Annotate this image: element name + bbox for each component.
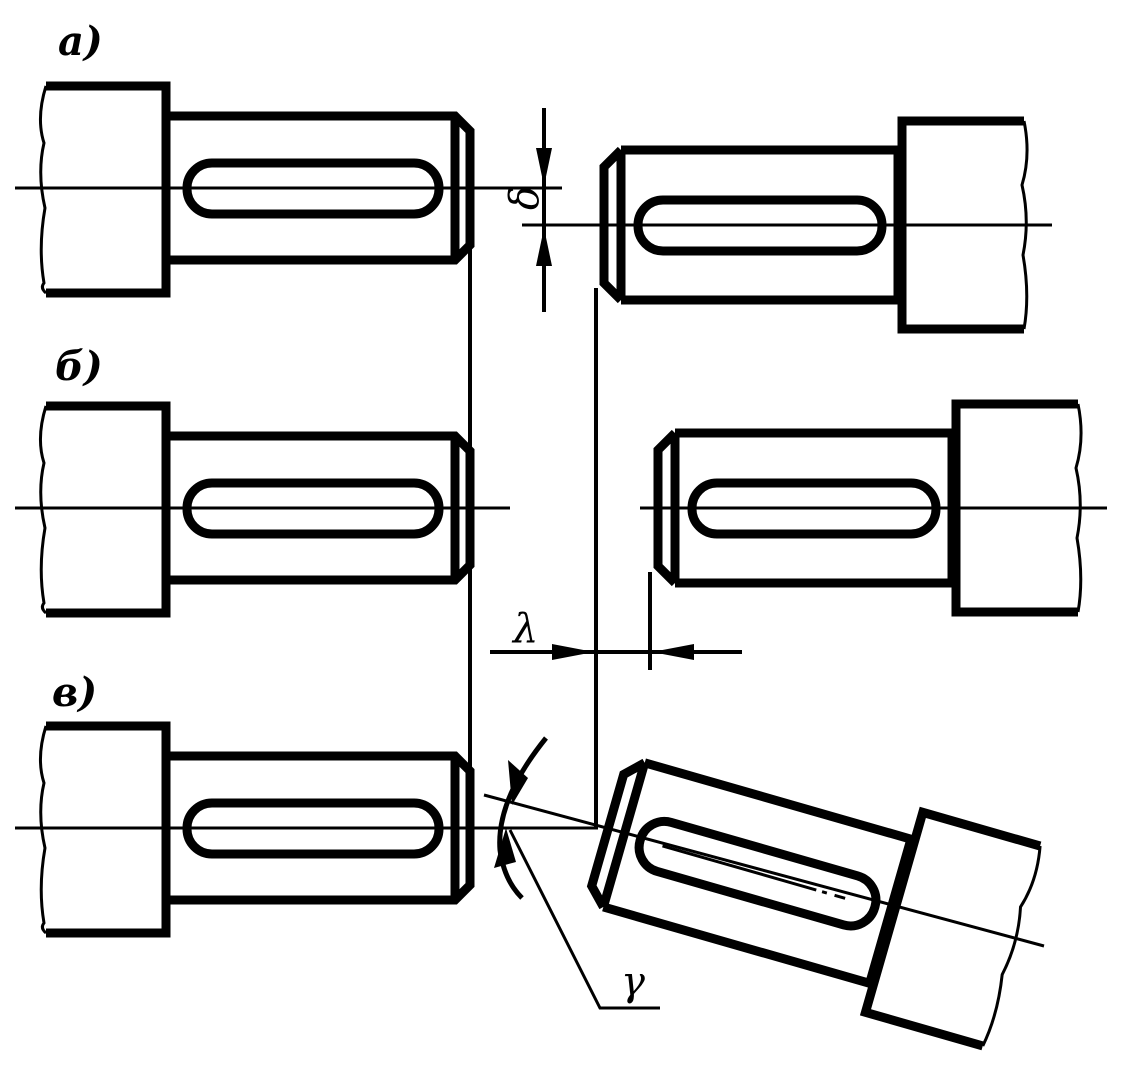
right-axis-c xyxy=(483,793,1045,948)
lambda-dimension xyxy=(490,644,742,660)
label-case-a: а) xyxy=(58,18,103,65)
delta-dimension xyxy=(536,108,552,312)
gamma-angle-arc xyxy=(494,736,548,900)
delta-symbol: δ xyxy=(502,186,548,210)
gamma-symbol: γ xyxy=(621,959,645,1005)
label-case-b: б) xyxy=(55,343,103,390)
gamma-leader-line xyxy=(508,829,660,1010)
case-b-axial-gap xyxy=(15,404,1107,613)
label-case-c: в) xyxy=(52,669,97,716)
lambda-symbol: λ xyxy=(511,606,538,652)
case-c-angular xyxy=(15,726,1044,1047)
right-shaft-c xyxy=(579,730,1043,1047)
